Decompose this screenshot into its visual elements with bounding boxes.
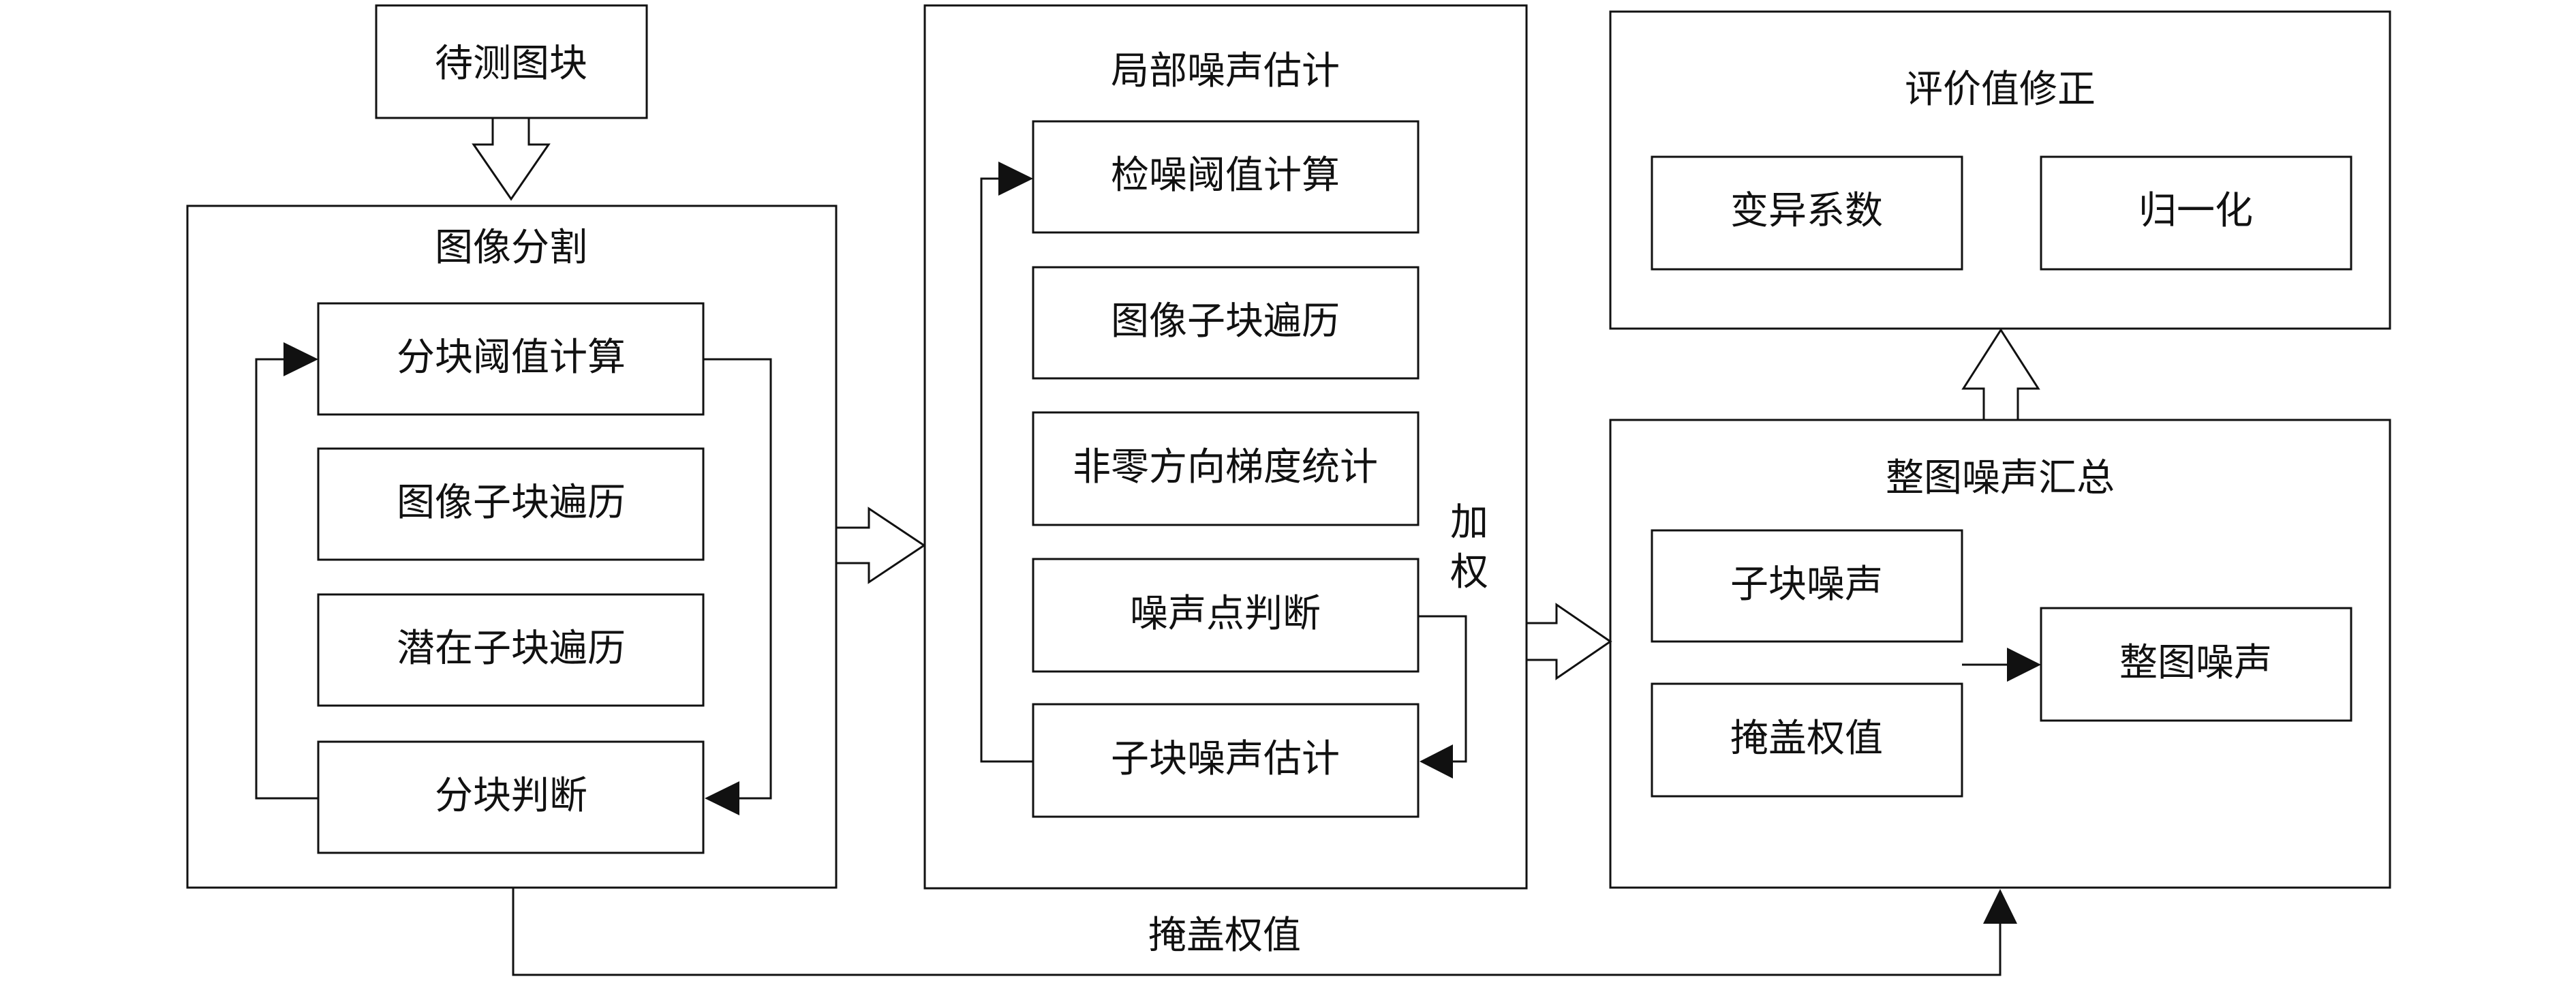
- correction-item-label: 变异系数: [1730, 189, 1883, 233]
- segmentation-title: 图像分割: [435, 226, 587, 270]
- noise-loop-left-line: [980, 177, 1033, 763]
- summary-output-label: 整图噪声: [2119, 641, 2272, 685]
- noise-step-label: 噪声点判断: [1130, 592, 1321, 636]
- arrowhead-left-icon: [705, 781, 739, 815]
- correction-item-box: [2040, 155, 2352, 271]
- summary-input-box: [1651, 682, 1963, 798]
- seg-step-label: 分块阈值计算: [397, 335, 626, 380]
- correction-title: 评价值修正: [1905, 67, 2096, 112]
- arrowhead-left-icon: [1420, 744, 1453, 779]
- arrowhead-right-icon: [998, 162, 1033, 196]
- arrowhead-right-icon: [2007, 648, 2041, 682]
- bottom-link-label: 掩盖权值: [1148, 914, 1301, 958]
- noise-step-label: 检噪阈值计算: [1111, 153, 1340, 198]
- local-noise-box: [923, 4, 1528, 890]
- weighting-label: 权: [1450, 550, 1488, 594]
- noise-step-box: [1032, 120, 1420, 234]
- noise-step-label: 非零方向梯度统计: [1073, 445, 1378, 489]
- hollow-arrow-right-icon: [1525, 603, 1612, 680]
- seg-step-box: [317, 593, 705, 707]
- hollow-arrow-down-icon: [472, 117, 551, 201]
- noise-step-box: [1032, 266, 1420, 380]
- seg-loop-left-line: [255, 358, 318, 800]
- correction-item-box: [1651, 155, 1963, 271]
- seg-step-label: 图像子块遍历: [397, 481, 626, 525]
- summary-input-label: 掩盖权值: [1730, 716, 1883, 761]
- local-noise-title: 局部噪声估计: [1111, 49, 1340, 93]
- seg-step-box: [317, 447, 705, 561]
- hollow-arrow-right-icon: [835, 507, 926, 584]
- bottom-link-line: [512, 888, 2002, 976]
- noise-judge-to-estimate-line: [1418, 615, 1467, 763]
- summary-output-box: [2040, 607, 2352, 722]
- noise-step-label: 子块噪声估计: [1111, 737, 1340, 781]
- arrowhead-right-icon: [283, 342, 318, 376]
- correction-item-label: 归一化: [2138, 189, 2253, 233]
- summary-title: 整图噪声汇总: [1886, 456, 2115, 500]
- summary-box: [1609, 419, 2391, 889]
- noise-step-label: 图像子块遍历: [1111, 299, 1340, 344]
- seg-step-label: 分块判断: [435, 774, 587, 818]
- weighting-label: 加: [1450, 500, 1488, 545]
- summary-input-label: 子块噪声: [1730, 562, 1883, 607]
- seg-step-label: 潜在子块遍历: [397, 627, 626, 671]
- correction-box: [1609, 10, 2391, 330]
- noise-step-box: [1032, 411, 1420, 526]
- hollow-arrow-up-icon: [1961, 328, 2040, 421]
- summary-input-box: [1651, 529, 1963, 643]
- arrowhead-up-icon: [1983, 889, 2017, 924]
- seg-loop-right-line: [703, 358, 772, 800]
- input-block-label: 待测图块: [435, 42, 587, 86]
